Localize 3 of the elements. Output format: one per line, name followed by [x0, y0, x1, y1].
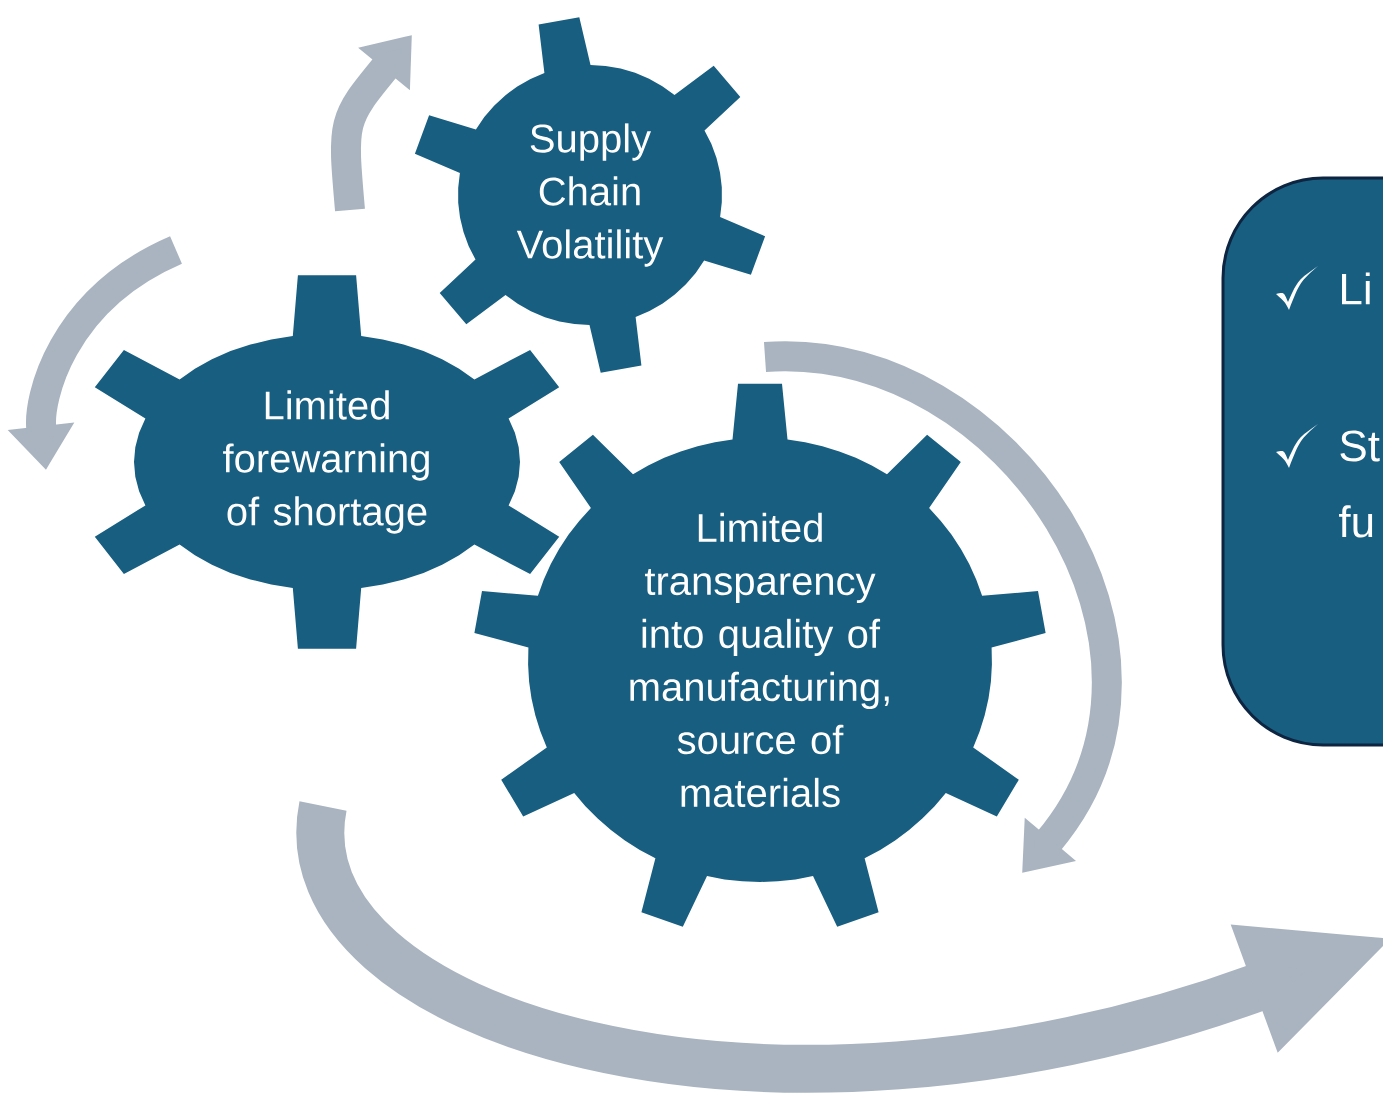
text-box: [1221, 176, 1383, 747]
bullet-text: St fu: [1339, 430, 1380, 538]
bullet-text: Li: [1342, 272, 1370, 305]
